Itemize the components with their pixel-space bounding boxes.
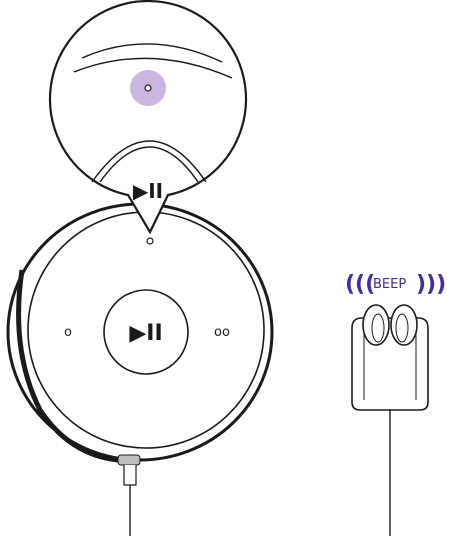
right-earbud-inner [395, 313, 409, 343]
player-shell-shadow [16, 269, 119, 463]
cable-left [117, 454, 141, 536]
center-button[interactable] [103, 289, 189, 375]
callout-top-edge [81, 43, 223, 63]
play-pause-icon: ▶II [129, 321, 162, 346]
callout-top-edge-2 [73, 57, 233, 79]
highlighted-led-dot [144, 84, 152, 92]
sound-wave-left: ((( [345, 272, 375, 297]
beep-text: BEEP [373, 277, 406, 292]
callout-button-arc [91, 140, 207, 183]
zoom-callout: ▶II [48, 0, 248, 235]
sound-wave-right: ))) [416, 272, 446, 297]
status-led [146, 237, 154, 245]
next-button-indicator[interactable]: oo [214, 325, 230, 340]
previous-button-indicator[interactable]: o [64, 325, 72, 340]
earphones [351, 304, 429, 536]
callout-bubble [48, 0, 248, 235]
callout-play-pause-label: ▶II [133, 179, 163, 203]
beep-label: ((( BEEP ))) [345, 272, 446, 297]
left-earbud-inner [371, 313, 385, 343]
cable-plug [123, 465, 137, 486]
callout-button-arc-2 [99, 146, 199, 183]
cable-connector [117, 454, 141, 466]
